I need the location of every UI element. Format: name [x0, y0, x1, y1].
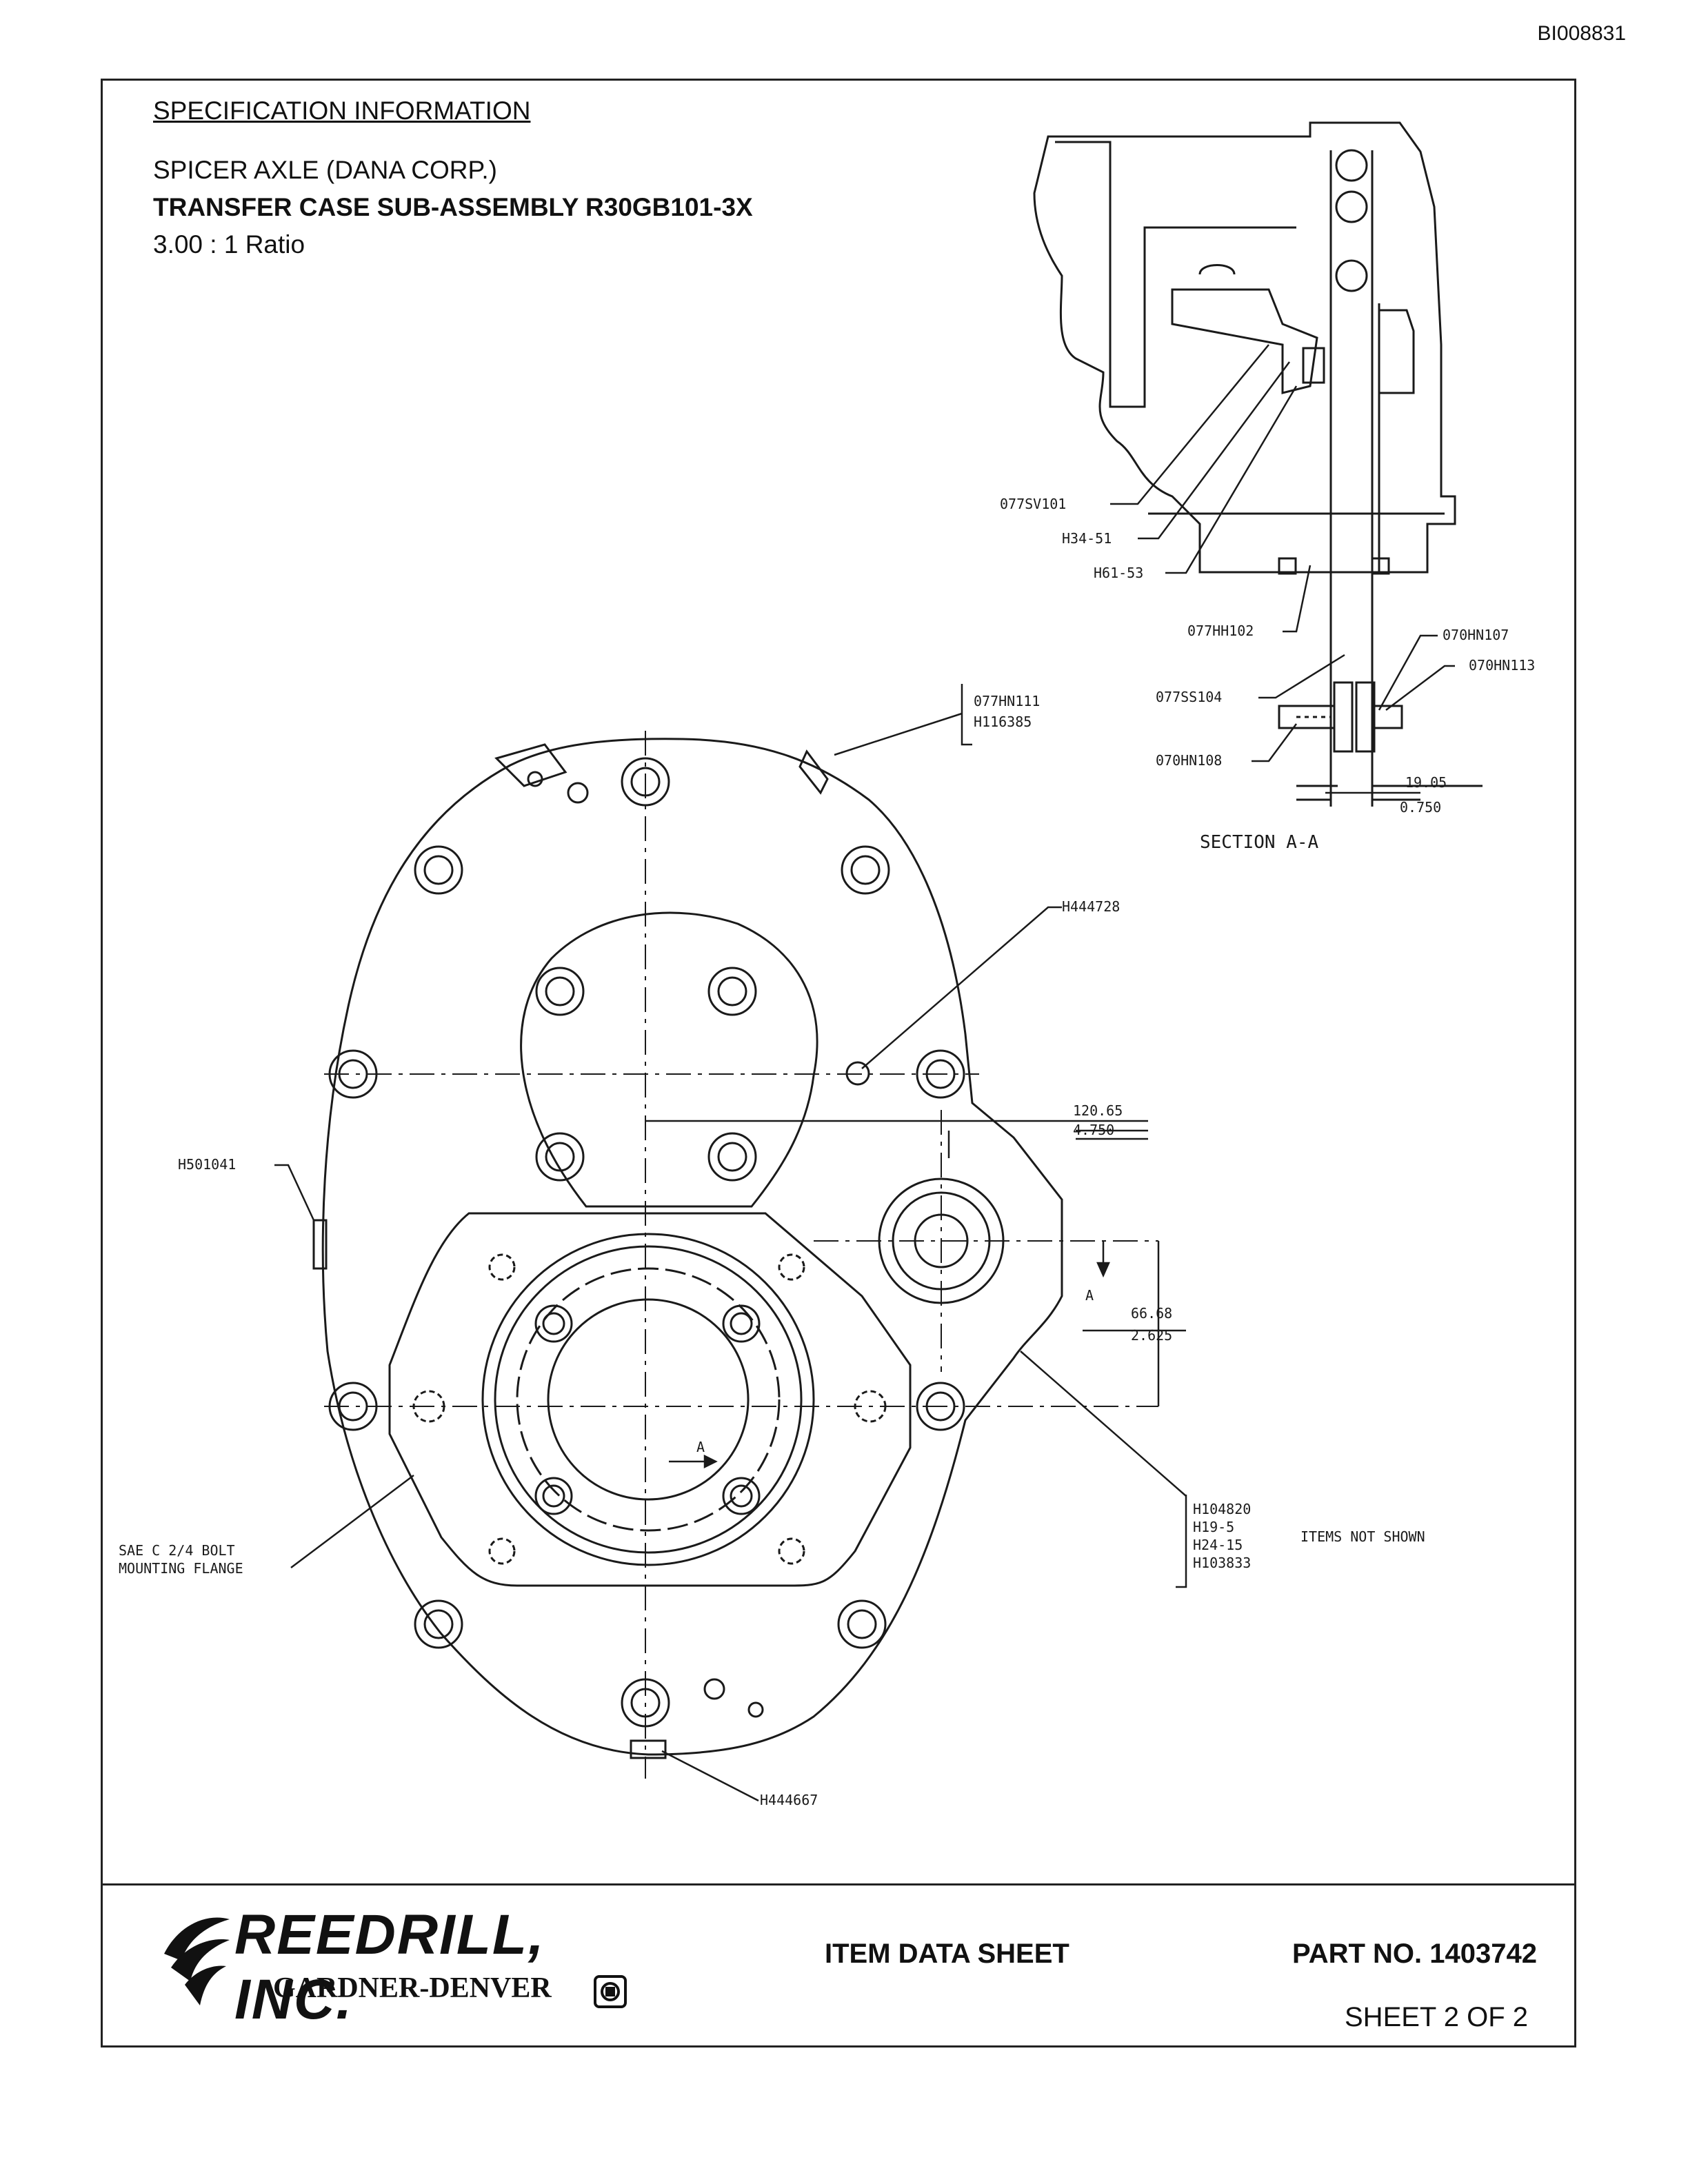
callout-h19-5: H19-5 [1193, 1519, 1234, 1535]
callout-h103833: H103833 [1193, 1555, 1251, 1571]
callout-h61-53: H61-53 [1094, 565, 1143, 581]
section-arrow-label-center: A [696, 1439, 705, 1455]
dim-2-625: 2.625 [1131, 1327, 1172, 1344]
part-number: PART NO. 1403742 [1292, 1939, 1537, 1969]
callout-077sv101: 077SV101 [1000, 496, 1066, 512]
spec-assembly: TRANSFER CASE SUB-ASSEMBLY R30GB101-3X [153, 193, 753, 221]
footer-divider [101, 1883, 1576, 1885]
bolt-holes [328, 757, 965, 1728]
spec-manufacturer: SPICER AXLE (DANA CORP.) [153, 156, 497, 184]
callout-077ss104: 077SS104 [1156, 689, 1222, 705]
spec-heading: SPECIFICATION INFORMATION [153, 97, 531, 125]
dim-0-750: 0.750 [1400, 799, 1441, 816]
logo-subtitle: GARDNER-DENVER [273, 1972, 552, 2004]
reedrill-swoosh-icon [164, 1917, 230, 2005]
dim-19-05: 19.05 [1405, 774, 1447, 791]
housing-outline [312, 738, 1063, 1759]
callout-077hh102: 077HH102 [1187, 623, 1254, 639]
callout-flange-line1: SAE C 2/4 BOLT [119, 1542, 235, 1559]
company-logo: REEDRILL, INC. GARDNER-DENVER [157, 1903, 640, 2031]
document-id: BI008831 [1537, 22, 1626, 45]
callout-h104820: H104820 [1193, 1501, 1251, 1517]
dimension-lines [645, 791, 1420, 1469]
gardner-denver-emblem-icon [594, 1975, 627, 2008]
sheet-number: SHEET 2 OF 2 [1345, 2002, 1529, 2032]
main-leaders [274, 684, 1187, 1802]
callout-h116385: H116385 [974, 714, 1032, 730]
spec-ratio: 3.00 : 1 Ratio [153, 230, 305, 259]
callout-h24-15: H24-15 [1193, 1537, 1243, 1553]
drawing-frame [101, 79, 1576, 2048]
section-label: SECTION A-A [1200, 832, 1319, 853]
document-title: ITEM DATA SHEET [825, 1939, 1069, 1969]
transfer-case-drawing: 077SV101 H34-51 H61-53 077HH102 070HN107… [119, 121, 1535, 1808]
items-not-shown-note: ITEMS NOT SHOWN [1300, 1528, 1425, 1545]
callout-077hn111: 077HN111 [974, 693, 1040, 709]
dim-4-750: 4.750 [1073, 1122, 1114, 1138]
callout-070hn113: 070HN113 [1469, 657, 1535, 674]
callout-h444667: H444667 [760, 1792, 818, 1808]
callout-h34-51: H34-51 [1062, 530, 1112, 547]
section-arrow-label-right: A [1085, 1287, 1094, 1304]
specification-block: SPECIFICATION INFORMATION SPICER AXLE (D… [153, 97, 753, 267]
section-leaders [1110, 344, 1455, 762]
callout-flange-line2: MOUNTING FLANGE [119, 1560, 243, 1577]
callout-070hn108: 070HN108 [1156, 752, 1222, 769]
logo-wordmark: REEDRILL, INC. [234, 1903, 545, 2031]
dim-120-65: 120.65 [1073, 1102, 1123, 1119]
section-view [1033, 121, 1483, 807]
callout-h444728: H444728 [1062, 898, 1120, 915]
callout-h501041: H501041 [178, 1156, 236, 1173]
dim-66-68: 66.68 [1131, 1305, 1172, 1322]
centerlines [324, 731, 1158, 1779]
callout-070hn107: 070HN107 [1443, 627, 1509, 643]
